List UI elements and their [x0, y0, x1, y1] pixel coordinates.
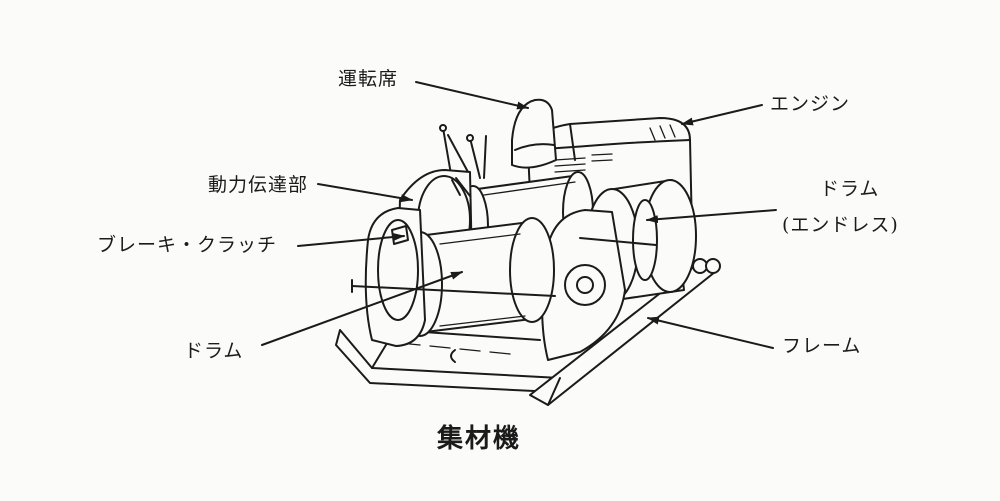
- brake-clutch-drawing: [364, 207, 426, 347]
- diagram-title: 集材機: [437, 424, 522, 454]
- leader-brake-clutch: [297, 233, 405, 247]
- label-drum: ドラム: [184, 340, 244, 362]
- leader-transmission: [317, 183, 413, 203]
- main-shaft-drawing: [351, 237, 657, 297]
- label-frame: フレーム: [782, 335, 862, 357]
- label-brake-clutch: ブレーキ・クラッチ: [97, 234, 278, 256]
- leader-seat: [415, 81, 529, 110]
- leader-frame: [647, 316, 774, 349]
- label-transmission: 動力伝達部: [208, 174, 309, 196]
- label-engine: エンジン: [770, 93, 851, 115]
- leader-lines: [261, 81, 777, 349]
- leader-engine: [681, 104, 763, 126]
- levers-drawing: [439, 124, 487, 181]
- label-endless-drum: ドラム: [820, 178, 880, 200]
- right-side-plate-drawing: [541, 209, 626, 361]
- leader-drum: [261, 271, 463, 346]
- label-endless-drum-sub: (エンドレス): [782, 214, 899, 236]
- label-seat: 運転席: [338, 68, 399, 90]
- seat-drawing: [511, 98, 557, 169]
- leader-endless-drum: [646, 209, 777, 224]
